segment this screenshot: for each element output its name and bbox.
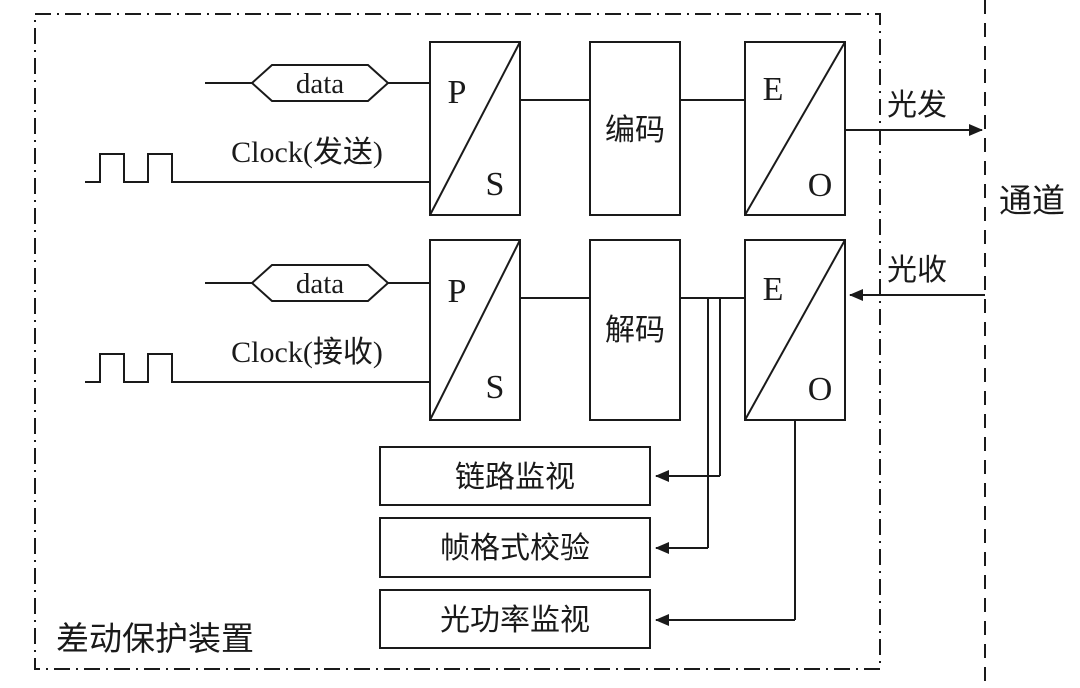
rx-ps-p-label: P (448, 273, 467, 310)
rx-data-label: data (296, 268, 344, 300)
monitor-label-frame: 帧格式校验 (440, 532, 590, 565)
monitor-box-frame (379, 517, 651, 578)
encoder-box (589, 41, 681, 216)
tx-eo-o-label: O (808, 167, 833, 204)
rx-clock-waveform-icon (85, 353, 196, 383)
tx-eo-box (744, 41, 846, 216)
optical-tx-label: 光发 (887, 89, 947, 122)
monitor-label-power: 光功率监视 (440, 604, 590, 637)
decoder-label: 解码 (605, 314, 665, 347)
rx-eo-e-label: E (763, 271, 784, 308)
tx-clock-label: Clock(发送) (231, 136, 383, 169)
encoder-label: 编码 (605, 114, 665, 147)
rx-eo-diagonal (744, 239, 846, 421)
rx-ps-s-label: S (486, 369, 505, 406)
rx-eo-o-label: O (808, 371, 833, 408)
channel-label: 通道 (999, 183, 1065, 220)
tx-data-label: data (296, 68, 344, 100)
decoder-box (589, 239, 681, 421)
tx-clock-waveform-icon (85, 153, 196, 183)
device-boundary (34, 13, 881, 670)
monitor-box-link (379, 446, 651, 506)
monitor-label-link: 链路监视 (455, 461, 575, 494)
tx-ps-diagonal (429, 41, 521, 216)
tx-eo-diagonal (744, 41, 846, 216)
optical-rx-label: 光收 (887, 254, 947, 287)
tx-ps-p-label: P (448, 74, 467, 111)
monitor-box-power (379, 589, 651, 649)
rx-ps-box (429, 239, 521, 421)
tx-ps-s-label: S (486, 166, 505, 203)
tx-eo-e-label: E (763, 71, 784, 108)
rx-ps-diagonal (429, 239, 521, 421)
rx-clock-label: Clock(接收) (231, 336, 383, 369)
device-label: 差动保护装置 (56, 621, 254, 658)
tx-ps-box (429, 41, 521, 216)
